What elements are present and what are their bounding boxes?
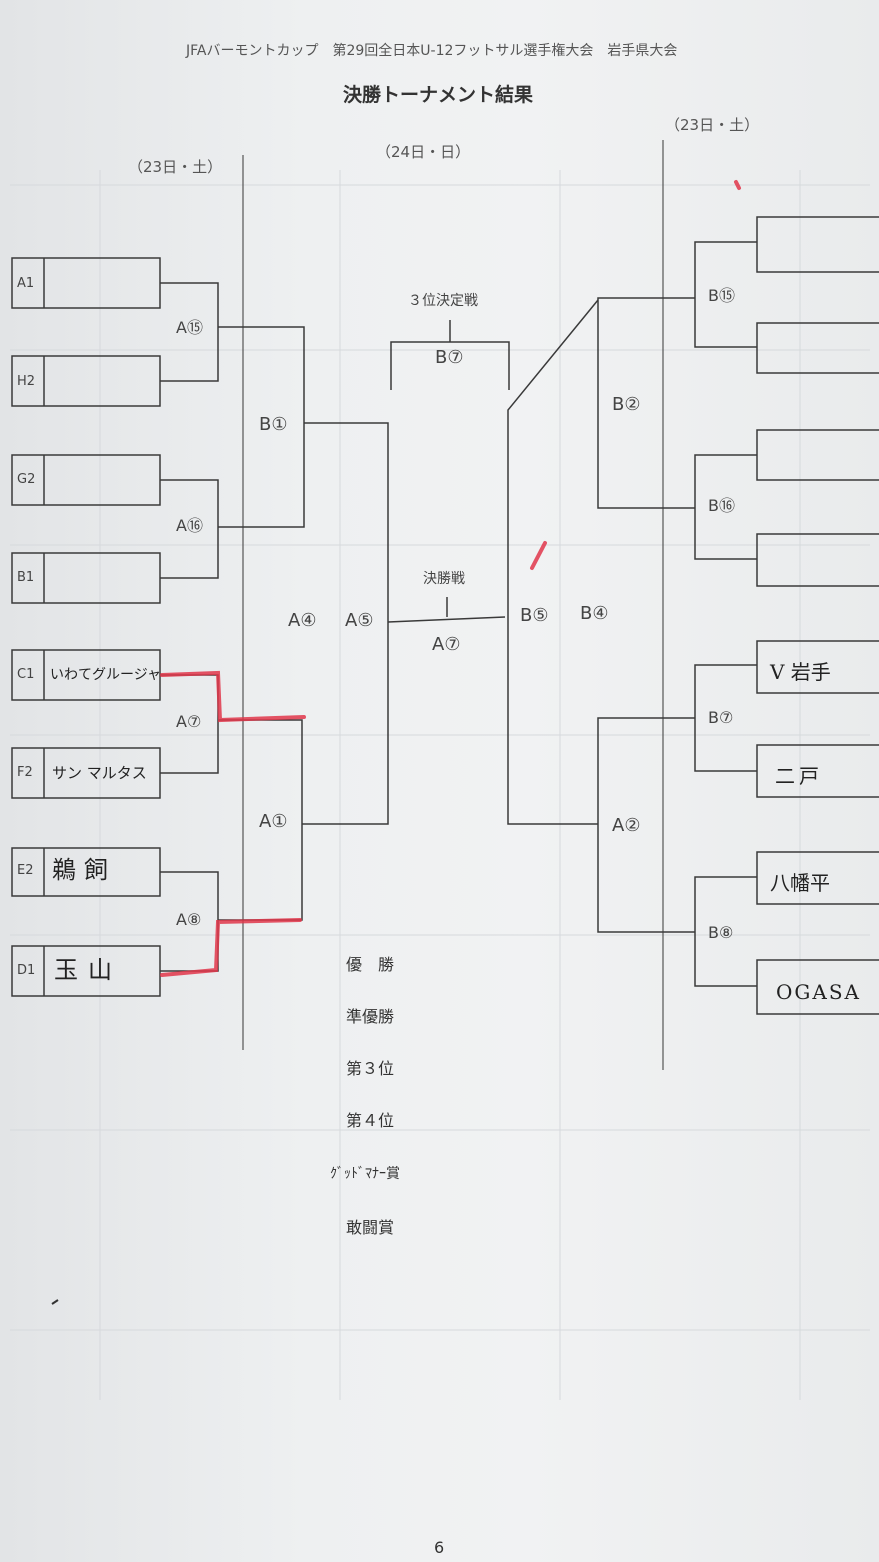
seed-label: H2 bbox=[17, 374, 36, 389]
tournament-title: JFAバーモントカップ 第29回全日本U-12フットサル選手権大会 岩手県大会 bbox=[186, 43, 678, 59]
final-title: 決勝戦 bbox=[423, 571, 465, 587]
match-code: A⑮ bbox=[176, 318, 203, 337]
page-number: 6 bbox=[434, 1538, 445, 1557]
seed-label: B1 bbox=[17, 570, 35, 585]
seed-label: A1 bbox=[17, 276, 35, 291]
date-right: （23日・土） bbox=[665, 116, 760, 134]
match-code: B⑯ bbox=[708, 496, 735, 515]
match-code: A⑧ bbox=[176, 910, 202, 929]
award-champion: 優 勝 bbox=[346, 955, 395, 974]
match-code: A② bbox=[612, 815, 641, 836]
seed-label: E2 bbox=[17, 863, 34, 878]
match-code: B② bbox=[612, 394, 641, 415]
page-subtitle: 決勝トーナメント結果 bbox=[343, 84, 534, 106]
date-center: （24日・日） bbox=[376, 143, 471, 161]
match-code: A⑦ bbox=[176, 712, 202, 731]
team-name: OGASA bbox=[776, 980, 861, 1004]
date-left: （23日・土） bbox=[128, 158, 223, 176]
team-name: 玉山 bbox=[54, 956, 122, 984]
award-good-manner: ｸﾞｯﾄﾞﾏﾅｰ賞 bbox=[330, 1166, 400, 1182]
award-third: 第３位 bbox=[346, 1059, 395, 1078]
award-runner-up: 準優勝 bbox=[346, 1007, 395, 1026]
team-name: 鵜飼 bbox=[52, 856, 116, 884]
match-code: B⑤ bbox=[520, 605, 549, 626]
award-fourth: 第４位 bbox=[346, 1111, 395, 1130]
team-name: 二戸 bbox=[775, 764, 823, 788]
match-code: A① bbox=[259, 811, 288, 832]
seed-label: D1 bbox=[17, 963, 36, 978]
match-code: A⑯ bbox=[176, 516, 203, 535]
seed-label: F2 bbox=[17, 765, 33, 780]
match-code: B⑦ bbox=[708, 708, 734, 727]
team-name: いわてグルージャ bbox=[50, 667, 162, 683]
match-code: A④ bbox=[288, 610, 317, 631]
seed-label: G2 bbox=[17, 472, 36, 487]
team-name: V 岩手 bbox=[770, 660, 831, 684]
match-code: B④ bbox=[580, 603, 609, 624]
third-place-title: ３位決定戦 bbox=[408, 293, 478, 309]
match-code: B① bbox=[259, 414, 288, 435]
team-name: サン マルタス bbox=[52, 764, 147, 782]
award-fighting-spirit: 敢闘賞 bbox=[346, 1218, 395, 1237]
match-code: B⑮ bbox=[708, 286, 735, 305]
team-name: 八幡平 bbox=[770, 871, 830, 895]
seed-label: C1 bbox=[17, 667, 35, 682]
match-code: A⑤ bbox=[345, 610, 374, 631]
final-code: A⑦ bbox=[432, 634, 461, 655]
third-place-code: B⑦ bbox=[435, 347, 464, 368]
match-code: B⑧ bbox=[708, 923, 734, 942]
